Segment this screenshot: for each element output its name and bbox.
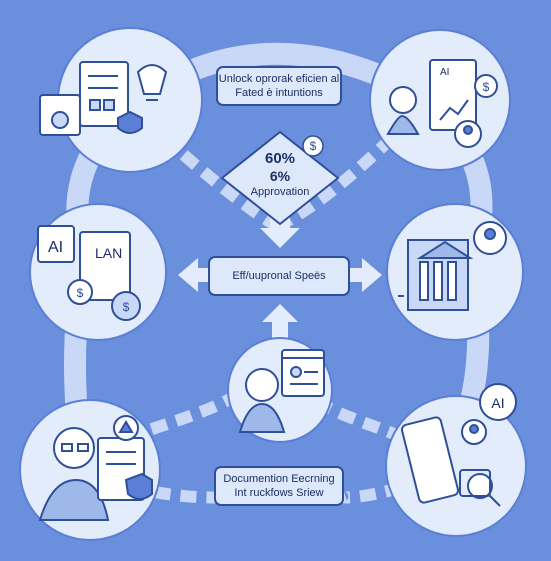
node-top-left — [39, 27, 203, 173]
diamond-caption: Approvation — [250, 186, 310, 198]
svg-text:$: $ — [483, 80, 490, 94]
node-top-right: AI $ — [369, 29, 511, 171]
center-box-text: Eff/uupronal Speës — [232, 270, 326, 282]
top-box-line1: Unlock oprorak eficien al — [218, 73, 340, 85]
node-mid-right — [386, 203, 524, 341]
document-lightbulb-shield-icon — [39, 61, 168, 136]
arrow-right — [350, 258, 382, 292]
ai-report-person-icon: AI $ — [386, 59, 498, 148]
ai-label-mid-left: AI — [48, 239, 63, 256]
node-bottom-left — [19, 399, 161, 541]
top-box-line2: Fated è intuntions — [235, 87, 323, 99]
node-mid-left: AI LAN $ $ — [29, 203, 167, 341]
ai-lan-documents-coins-icon: AI LAN $ $ — [37, 225, 141, 321]
bottom-box-line2: Int ruckfows Sriew — [234, 487, 324, 499]
top-info-box: Unlock oprorak eficien al Fated è intunt… — [216, 66, 342, 106]
center-diamond: $ — [220, 130, 340, 226]
arrow-down — [260, 215, 300, 248]
ai-label-top-right: AI — [440, 67, 449, 78]
bottom-info-box: Documention Eecrning Int ruckfows Sriew — [214, 466, 344, 506]
node-bottom-right: AI — [385, 383, 527, 537]
bank-building-gear-icon — [398, 221, 507, 311]
svg-text:$: $ — [310, 139, 317, 153]
arrow-left — [178, 258, 210, 292]
diamond-percent-main: 60% — [264, 150, 296, 167]
lan-label-mid-left: LAN — [95, 245, 122, 261]
tablet-ai-chat-icon: AI — [400, 383, 517, 507]
svg-text:$: $ — [77, 286, 84, 300]
flow-arrows — [178, 215, 382, 340]
diamond-text: 60% 6% Approvation — [232, 150, 328, 199]
arrow-up — [262, 304, 298, 340]
node-center-bottom — [227, 337, 333, 443]
thinking-person-documents-icon — [38, 415, 153, 521]
diamond-percent-secondary: 6% — [269, 168, 291, 184]
center-info-box: Eff/uupronal Speës — [208, 256, 350, 296]
bottom-box-line1: Documention Eecrning — [223, 473, 335, 485]
person-browser-icon — [238, 349, 325, 433]
ai-label-bottom-right: AI — [491, 395, 504, 411]
svg-text:$: $ — [123, 300, 130, 314]
